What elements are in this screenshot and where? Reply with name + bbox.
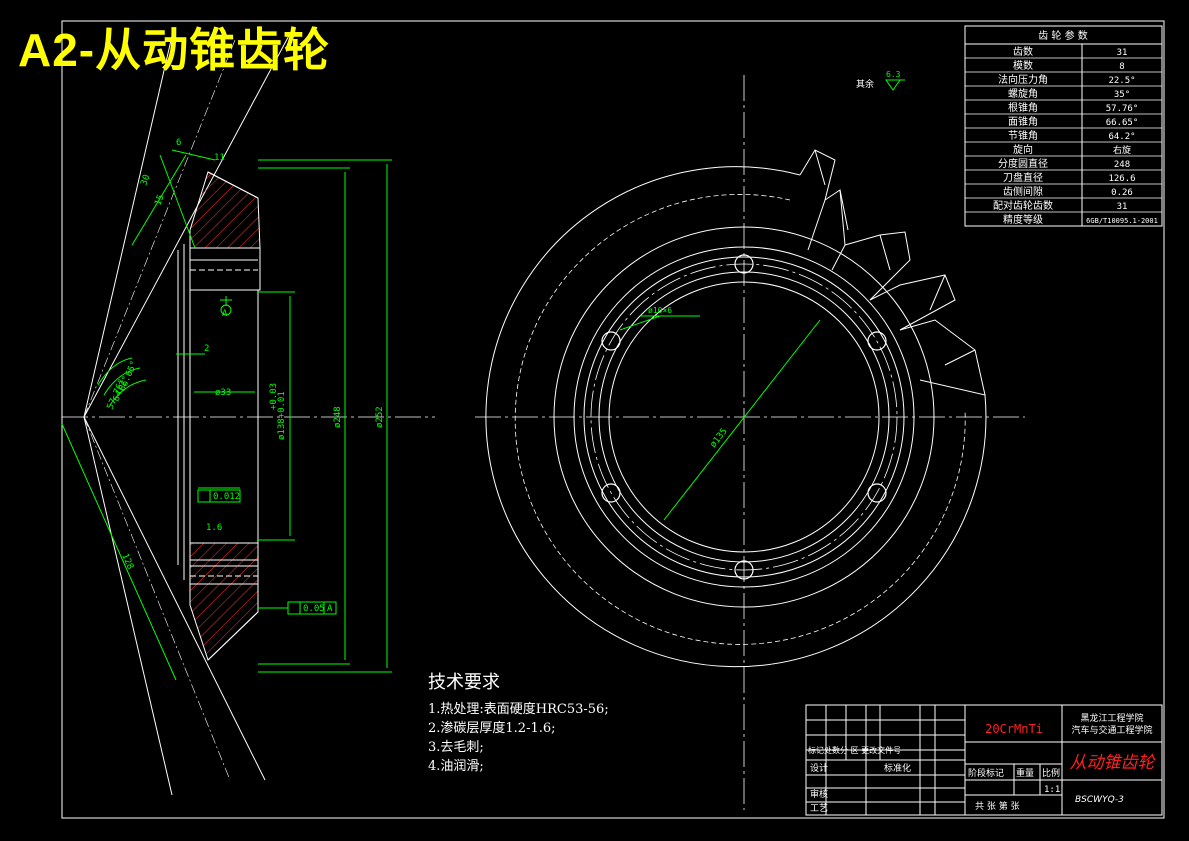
dim-a30: 30 [139,173,152,187]
section-view: ø33 ø138+0.01 +0.03 ø248 ø252 128 30 15 … [61,29,435,796]
param-value: 31 [1117,202,1128,212]
param-name: 根锥角 [1008,101,1038,114]
gear-params-table: 齿 轮 参 数 齿数 31 模数 8 法向压力角 22.5° 螺旋角 35° 根锥角 57.76°… [964,25,1163,227]
dim-d33: ø33 [215,388,231,398]
school-2: 汽车与交通工程学院 [1071,724,1152,736]
param-value: 64.2° [1108,132,1135,142]
param-value: 66.65° [1106,118,1139,128]
label-stage: 阶段标记 [968,767,1004,779]
params-header: 齿 轮 参 数 [1038,29,1088,42]
label-weight: 重量 [1016,767,1034,779]
part-name: 从动锥齿轮 [1070,753,1157,773]
label-design: 设计 [810,762,828,774]
param-name: 精度等级 [1003,213,1043,226]
requirement-4: 4.油润滑; [428,759,484,774]
dim-hole: ø10×6 [648,306,672,315]
param-value: 0.26 [1111,188,1133,198]
param-value: 57.76° [1106,104,1139,114]
param-name: 节锥角 [1008,130,1038,142]
param-name: 刀盘直径 [1003,171,1043,184]
school-1: 黑龙江工程学院 [1080,712,1143,724]
requirement-1: 1.热处理:表面硬度HRC53-56; [428,702,609,717]
title-block [805,704,1163,816]
rough16: 1.6 [206,523,222,533]
param-value: 22.5° [1108,76,1135,86]
dim-a6: 6 [176,138,181,148]
param-name: 法向压力角 [998,73,1048,86]
dim-a11: 11 [214,153,225,163]
technical-requirements: 技术要求 1.热处理:表面硬度HRC53-56; 2.渗碳层厚度1.2-1.6;… [428,668,609,776]
dim-len128: 128 [119,552,135,571]
dim-a15: 15 [153,193,166,207]
param-name: 面锥角 [1008,116,1038,128]
param-value: 248 [1114,160,1130,170]
param-name: 齿数 [1013,45,1033,58]
param-value: 35° [1114,90,1130,100]
title-block-text: 20CrMnTi 黑龙江工程学院 汽车与交通工程学院 从动锥齿轮 BSCWYQ-… [808,712,1156,814]
param-name: 模数 [1013,59,1033,72]
param-name: 旋向 [1013,143,1033,156]
label-ratio: 比例 [1042,767,1060,779]
drawing-frame [61,20,1165,819]
dim-two: 2 [204,344,209,354]
label-review: 审核 [810,788,828,800]
dim-d248: ø248 [333,406,343,428]
dim-tol: +0.03 [269,383,279,410]
material: 20CrMnTi [985,722,1043,736]
dim-d252: ø252 [375,406,385,428]
param-name: 分度圆直径 [998,157,1048,170]
param-name: 配对齿轮齿数 [993,199,1053,212]
param-value: 8 [1119,62,1124,72]
param-value: 6GB/T10095.1-2001 [1086,217,1158,225]
datum-a: A [222,309,228,319]
sheets: 共 张 第 张 [975,800,1020,812]
ratio-value: 1:1 [1044,785,1060,795]
drawing-number: BSCWYQ-3 [1075,795,1124,805]
requirement-3: 3.去毛刺; [428,740,484,755]
param-value: 31 [1117,48,1128,58]
requirements-heading: 技术要求 [428,672,500,693]
runout2-value: 0.05 [303,604,325,614]
param-name: 齿侧间隙 [1003,185,1043,198]
param-value: 右旋 [1113,144,1131,156]
runout1-value: 0.012 [213,492,240,502]
roughness-label: 其余 [856,78,874,90]
label-process: 工艺 [810,803,828,814]
requirement-2: 2.渗碳层厚度1.2-1.6; [428,721,556,736]
param-name: 螺旋角 [1008,87,1038,100]
dim-d138: ø138+0.01 [277,391,287,440]
label-standard: 标准化 [884,762,911,774]
drawing-title: A2-从动锥齿轮 [18,24,331,76]
param-value: 126.6 [1108,174,1135,184]
revision-row: 标记处数分 区 更改文件号 [808,745,901,755]
roughness-note: 其余 6.3 [856,70,905,91]
front-view: ø135 ø10×6 [475,75,1025,810]
runout2-ref: A [327,604,333,614]
roughness-value: 6.3 [886,70,901,79]
dim-d135: ø135 [708,427,729,450]
